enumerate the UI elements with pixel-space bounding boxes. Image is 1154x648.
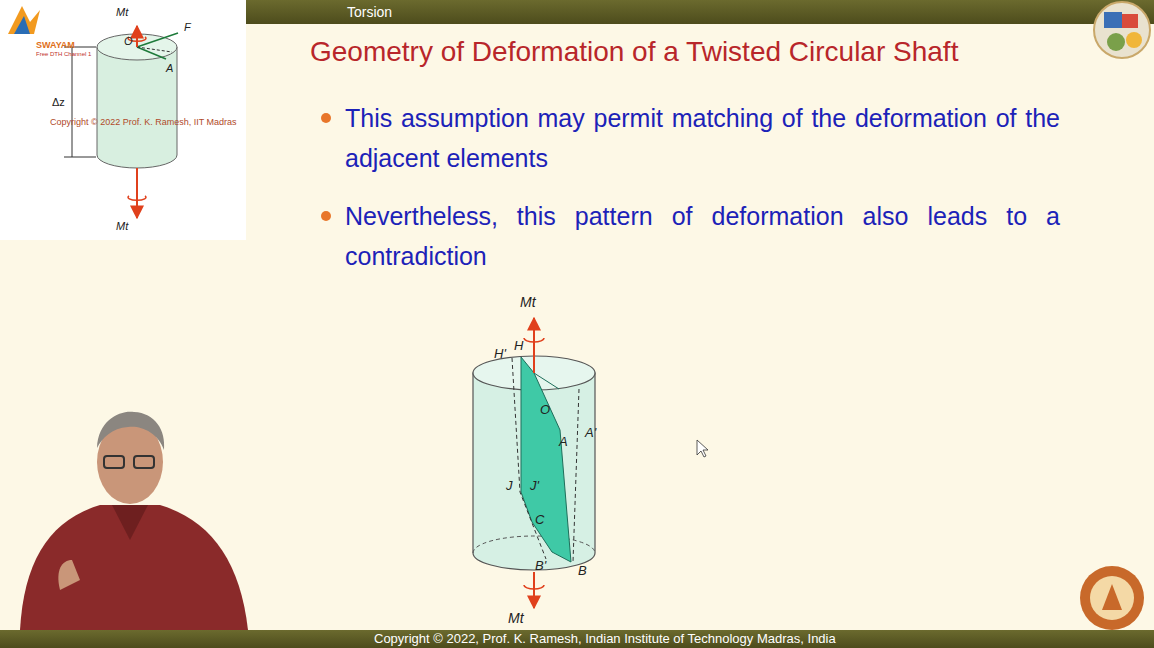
point-label: B: [578, 564, 587, 579]
bullet-text: Nevertheless, this pattern of deformatio…: [345, 196, 1060, 276]
logo-text: SWAYAM: [36, 40, 75, 50]
point-label: A: [559, 435, 568, 450]
copyright-footer: Copyright © 2022, Prof. K. Ramesh, India…: [374, 632, 836, 647]
slide-title: Geometry of Deformation of a Twisted Cir…: [310, 36, 958, 68]
moment-label: Mt: [116, 220, 128, 233]
point-label: J': [530, 479, 539, 494]
copyright-watermark: Copyright © 2022 Prof. K. Ramesh, IIT Ma…: [50, 117, 237, 127]
point-label: O: [540, 403, 550, 418]
section-heading: Torsion: [347, 4, 392, 20]
point-label: F: [184, 21, 191, 34]
bullet-text: This assumption may permit matching of t…: [345, 98, 1060, 178]
point-label: J: [506, 479, 513, 494]
point-label: C: [535, 513, 544, 528]
moment-label: Mt: [508, 610, 524, 626]
point-label: A: [166, 62, 173, 75]
dimension-label: Δz: [52, 96, 65, 109]
moment-label: Mt: [520, 294, 536, 310]
moment-label: Mt: [116, 6, 128, 19]
point-label: A': [585, 426, 596, 441]
point-label: H': [494, 347, 506, 362]
logo-text: Free DTH Channel 1: [36, 51, 91, 58]
point-label: H: [514, 339, 523, 354]
point-label: O: [124, 35, 133, 48]
point-label: B': [535, 559, 546, 574]
